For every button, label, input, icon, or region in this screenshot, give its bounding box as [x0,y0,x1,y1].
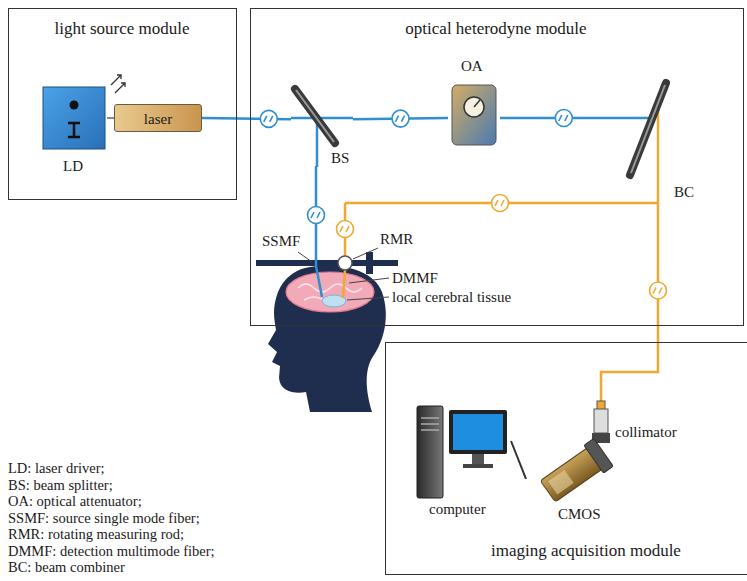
abbreviation-note: BS: beam splitter; [8,477,113,493]
abbreviation-note: RMR: rotating measuring rod; [8,526,184,542]
leader-line [353,248,378,259]
rmr-joint [338,256,352,270]
abbreviation-note: LD: laser driver; [8,460,105,476]
abbreviation-note: SSMF: source single mode fiber; [8,510,200,526]
fiber-connector [308,207,325,224]
component-label: LD [63,158,83,175]
leader-line [347,297,389,300]
cmos-camera: CMOS [526,441,626,525]
fiber-ssmf-tip [316,266,322,297]
fiber-label: RMR [380,231,413,248]
fiber-link [511,441,526,479]
fiber-label: DMMF [392,270,438,287]
fiber-connector [260,110,277,127]
brain [286,272,374,312]
component-label: laser [144,111,172,128]
measuring-rod [256,260,398,266]
component-label: OA [461,58,483,75]
component-label: collimator [615,424,677,441]
module-panel: imaging acquisition module collimatorCMOS… [385,342,747,575]
optical-attenuator: OA [448,57,500,153]
module-title: optical heterodyne module [251,19,741,39]
leader-line [349,278,389,283]
fiber-connector [492,195,509,212]
fiber-connector [392,110,409,127]
module-title: imaging acquisition module [426,541,746,561]
beam-combiner: BC [616,79,706,209]
abbreviation-note: OA: optical attenuator; [8,493,142,509]
module-panel: light source moduleLD laser [8,8,237,200]
computer: computer [411,396,511,521]
fiber-connector [650,282,667,299]
rod-clamp [366,252,373,274]
leader-line [298,252,312,262]
fiber-connector [555,110,572,127]
tissue-label: local cerebral tissue [392,289,511,306]
component-label: BC [674,184,694,201]
module-title: light source module [47,19,197,39]
fiber-dmmf-tip [343,270,345,298]
component-label: computer [429,501,486,518]
component-label: CMOS [558,506,601,523]
fiber-connector [337,221,354,238]
laser-driver: LD [41,87,107,179]
component-label: BS [331,150,349,167]
head-silhouette [268,266,386,412]
collimator: collimator [589,401,701,445]
abbreviation-note: DMMF: detection multimode fiber; [8,543,215,559]
beam-splitter: BS [291,87,353,170]
fiber-label: SSMF [262,233,300,250]
fiber-link [601,209,658,401]
abbreviation-note: BC: beam combiner [8,559,125,575]
laser-box: laser [114,104,202,132]
module-panel: optical heterodyne moduleBS OA BC [250,8,744,326]
fiber-link [107,117,114,119]
